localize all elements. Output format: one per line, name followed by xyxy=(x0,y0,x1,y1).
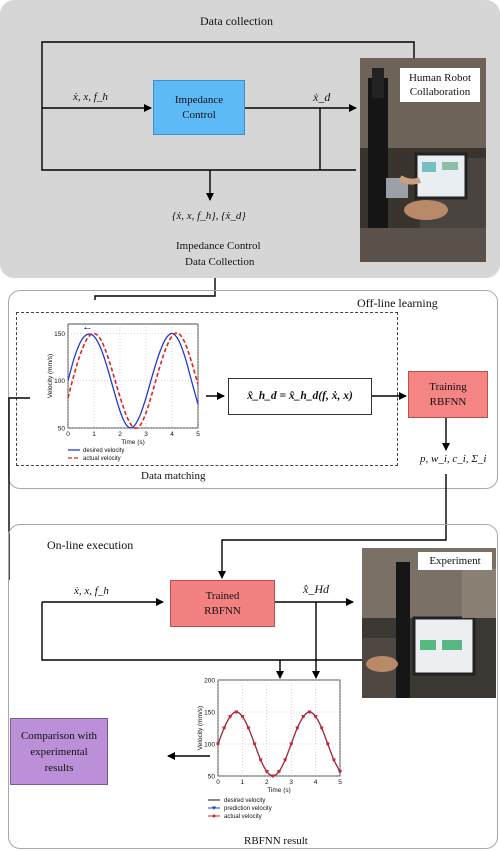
y-tick-label: 50 xyxy=(208,774,216,781)
x-tick-label: 0 xyxy=(216,779,220,786)
offline-learning-title: Off-line learning xyxy=(357,296,438,310)
x-tick-label: 3 xyxy=(144,431,148,438)
x-axis-label: Time (s) xyxy=(121,439,145,446)
y-tick-label: 200 xyxy=(204,678,215,685)
point-actual-velocity xyxy=(289,742,293,746)
x-tick-label: 3 xyxy=(289,779,293,786)
point-actual-velocity xyxy=(228,714,232,718)
y-tick-label: 50 xyxy=(58,426,66,433)
online-input-label: ẋ, x, f_h xyxy=(74,585,109,597)
point-actual-velocity xyxy=(332,758,336,762)
point-actual-velocity xyxy=(301,714,305,718)
x-tick-label: 1 xyxy=(241,779,245,786)
trained-rbfnn-box: Trained RBFNN xyxy=(170,580,275,627)
x-tick-label: 2 xyxy=(265,779,269,786)
experiment-caption-box: Experiment xyxy=(418,552,492,570)
experiment-scene-image xyxy=(362,548,496,698)
photo-caption-box: Human Robot Collaboration xyxy=(400,68,480,102)
x-tick-label: 4 xyxy=(314,779,318,786)
y-tick-label: 150 xyxy=(54,331,65,338)
legend-entry: desired velocity xyxy=(224,798,265,804)
point-actual-velocity xyxy=(253,742,257,746)
legend-marker xyxy=(212,806,216,810)
point-actual-velocity xyxy=(259,758,263,762)
experiment-caption: Experiment xyxy=(429,554,481,567)
point-actual-velocity xyxy=(314,714,318,718)
x-tick-label: 2 xyxy=(118,431,122,438)
x-tick-label: 1 xyxy=(92,431,96,438)
collection-set-label: {ẋ, x, f_h}, {ẋ_d} xyxy=(172,210,246,222)
legend-entry: actual velocity xyxy=(224,814,262,820)
training-rbfnn-label: Training RBFNN xyxy=(429,380,467,408)
rbfnn-result-label: RBFNN result xyxy=(244,835,308,847)
series-line-desired-velocity xyxy=(67,332,199,429)
point-actual-velocity xyxy=(222,726,226,730)
legend-entry: prediction velocity xyxy=(224,806,272,812)
function-box: x̂_h_d = x̂_h_d(f, ẋ, x) xyxy=(228,378,372,415)
y-axis-label: Velocity (mm/s) xyxy=(47,354,54,398)
point-actual-velocity xyxy=(320,726,324,730)
human-robot-collaboration-photo: Human Robot Collaboration xyxy=(360,58,486,262)
experiment-photo: Experiment xyxy=(362,548,496,698)
series-line-actual-velocity xyxy=(67,332,199,429)
shift-arrow-annotation: ← xyxy=(82,321,93,333)
comparison-label: Comparison with experimental results xyxy=(20,729,98,774)
online-connectors xyxy=(41,598,362,760)
function-expression: x̂_h_d = x̂_h_d(f, ẋ, x) xyxy=(247,390,353,402)
point-actual-velocity xyxy=(295,726,299,730)
data-collection-title: Data collection xyxy=(200,14,273,28)
predicted-velocity-label: x̂_Hd xyxy=(303,582,329,596)
plot-area xyxy=(67,323,199,429)
legend-marker xyxy=(212,814,216,818)
collection-caption-1: Impedance Control xyxy=(176,240,261,252)
offline-learning-panel xyxy=(8,290,498,489)
point-actual-velocity xyxy=(265,770,269,774)
x-tick-label: 0 xyxy=(66,431,70,438)
x-axis-label: Time (s) xyxy=(267,787,291,794)
point-actual-velocity xyxy=(240,714,244,718)
data-matching-frame xyxy=(16,312,398,466)
online-execution-panel xyxy=(8,524,498,849)
photo-caption: Human Robot Collaboration xyxy=(408,72,472,98)
point-actual-velocity xyxy=(308,710,311,714)
training-rbfnn-box: Training RBFNN xyxy=(408,371,488,418)
data-collection-connectors xyxy=(41,41,415,300)
y-tick-label: 100 xyxy=(54,378,65,385)
online-execution-title: On-line execution xyxy=(47,538,134,552)
impedance-control-label: Impedance Control xyxy=(174,93,224,121)
plot-area xyxy=(217,679,341,777)
x-tick-label: 5 xyxy=(338,779,342,786)
collection-caption-2: Data Collection xyxy=(185,256,255,268)
rbfnn-params-label: p, w_i, c_i, Σ_i xyxy=(420,453,487,465)
trained-rbfnn-label: Trained RBFNN xyxy=(204,589,241,617)
point-actual-velocity xyxy=(247,726,250,730)
point-actual-velocity xyxy=(326,742,330,746)
y-tick-label: 100 xyxy=(204,742,215,749)
desired-velocity-label: ẋ_d xyxy=(313,90,331,104)
comparison-box: Comparison with experimental results xyxy=(10,718,108,785)
impedance-control-box: Impedance Control xyxy=(153,80,245,135)
point-actual-velocity xyxy=(277,770,281,774)
point-actual-velocity xyxy=(338,770,342,774)
x-tick-label: 4 xyxy=(170,431,174,438)
y-tick-label: 150 xyxy=(204,710,215,717)
x-tick-label: 5 xyxy=(196,431,200,438)
point-actual-velocity xyxy=(283,758,287,762)
point-actual-velocity xyxy=(271,774,275,778)
legend-entry: actual velocity xyxy=(83,456,121,462)
legend-entry: desired velocity xyxy=(83,448,124,454)
point-actual-velocity xyxy=(234,710,238,714)
y-axis-label: Velocity (mm/s) xyxy=(197,706,204,750)
data-matching-label: Data matching xyxy=(141,470,206,482)
offline-connectors xyxy=(8,392,450,580)
input-state-label: ẋ, x, f_h xyxy=(73,91,108,103)
point-actual-velocity xyxy=(216,742,220,746)
